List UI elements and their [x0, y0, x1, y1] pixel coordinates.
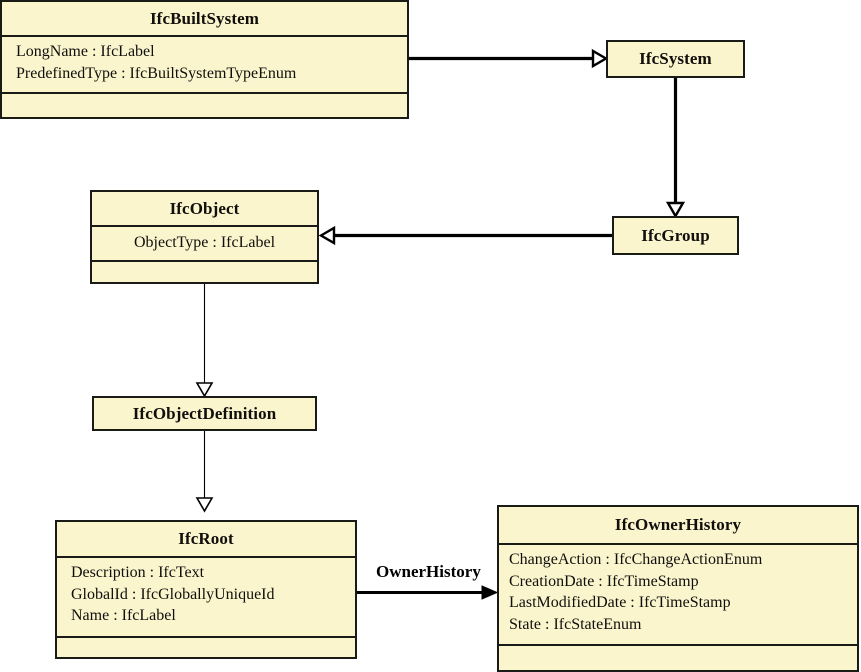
class-title-ifc-object: IfcObject	[169, 199, 240, 218]
class-box-ifc-root[interactable]: IfcRoot Description : IfcText GlobalId :…	[55, 520, 357, 659]
generalization-arrowhead	[195, 382, 214, 398]
class-title-ifc-owner-history: IfcOwnerHistory	[614, 515, 742, 534]
attribute-line: GlobalId : IfcGloballyUniqueId	[71, 585, 275, 603]
class-operations-ifc-object	[92, 260, 317, 282]
class-title-ifc-group: IfcGroup	[641, 226, 710, 245]
generalization-arrowhead	[591, 48, 609, 69]
class-box-ifc-system[interactable]: IfcSystem	[606, 40, 745, 78]
attribute-line: Name : IfcLabel	[71, 607, 176, 625]
class-box-ifc-object[interactable]: IfcObject ObjectType : IfcLabel	[90, 190, 319, 284]
class-title-ifc-system: IfcSystem	[639, 49, 712, 68]
class-attributes-ifc-owner-history: ChangeAction : IfcChangeActionEnum Creat…	[499, 543, 857, 644]
edge-root-to-owner-history	[357, 585, 499, 600]
edge-label-owner-history: OwnerHistory	[376, 562, 481, 581]
class-box-ifc-group[interactable]: IfcGroup	[612, 216, 739, 255]
attribute-line: Description : IfcText	[71, 564, 205, 581]
class-box-ifc-owner-history[interactable]: IfcOwnerHistory ChangeAction : IfcChange…	[497, 505, 859, 672]
edge-system-to-group	[665, 77, 686, 219]
generalization-arrowhead	[195, 497, 214, 513]
class-attributes-ifc-built-system: LongName : IfcLabel PredefinedType : Ifc…	[2, 35, 407, 92]
class-operations-ifc-built-system	[2, 92, 407, 117]
generalization-arrowhead	[665, 201, 686, 219]
class-title-ifc-object-definition: IfcObjectDefinition	[132, 404, 277, 423]
class-operations-ifc-owner-history	[499, 644, 857, 670]
class-attributes-ifc-root: Description : IfcText GlobalId : IfcGlob…	[57, 556, 355, 636]
attribute-line: ObjectType : IfcLabel	[133, 234, 276, 251]
class-title-ifc-root: IfcRoot	[178, 529, 234, 548]
class-box-ifc-built-system[interactable]: IfcBuiltSystem LongName : IfcLabel Prede…	[0, 0, 409, 119]
edge-object-to-object-definition	[195, 284, 214, 398]
attribute-line: LastModifiedDate : IfcTimeStamp	[509, 594, 731, 612]
edge-built-system-to-system	[409, 48, 609, 69]
attribute-line: CreationDate : IfcTimeStamp	[509, 572, 699, 590]
generalization-arrowhead	[318, 225, 336, 246]
attribute-line: PredefinedType : IfcBuiltSystemTypeEnum	[16, 64, 297, 82]
edge-object-definition-to-root	[195, 431, 214, 513]
edge-group-to-object	[318, 225, 613, 246]
class-title-ifc-built-system: IfcBuiltSystem	[149, 9, 260, 28]
class-box-ifc-object-definition[interactable]: IfcObjectDefinition	[92, 396, 317, 431]
attribute-line: State : IfcStateEnum	[509, 615, 642, 633]
attribute-line: ChangeAction : IfcChangeActionEnum	[509, 551, 763, 568]
attribute-line: LongName : IfcLabel	[16, 43, 155, 60]
class-attributes-ifc-object: ObjectType : IfcLabel	[92, 225, 317, 260]
association-arrowhead	[481, 585, 499, 600]
class-operations-ifc-root	[57, 636, 355, 657]
